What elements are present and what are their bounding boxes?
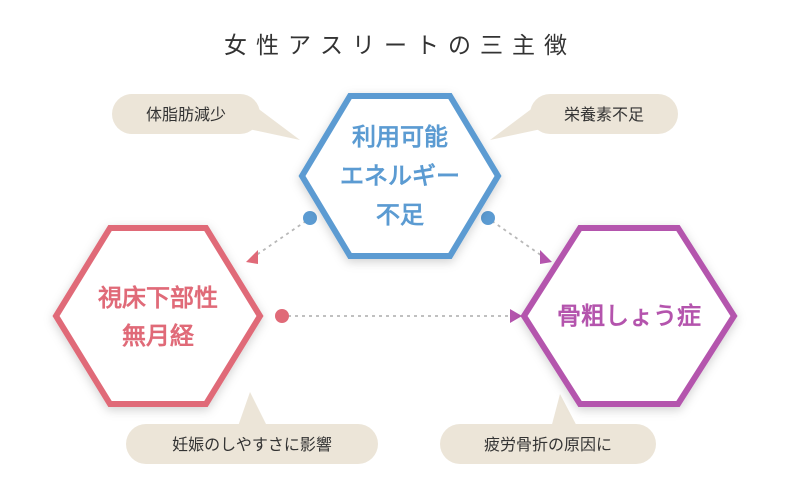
bubble-bottom-left: 妊娠のしやすさに影響 xyxy=(126,392,378,464)
right-node-line-1: 骨粗しょう症 xyxy=(557,302,701,330)
connector-left-right xyxy=(275,309,522,323)
bubble-bottom-right-text: 疲労骨折の原因に xyxy=(484,435,612,454)
center-node-line-1: 利用可能 xyxy=(352,123,448,151)
bubble-bottom-left-text: 妊娠のしやすさに影響 xyxy=(172,435,332,454)
bubble-bottom-right: 疲労骨折の原因に xyxy=(440,394,656,464)
connector-center-left xyxy=(246,211,317,264)
left-node-line-1: 視床下部性 xyxy=(97,284,218,312)
diagram-title: 女性アスリートの三主徴 xyxy=(224,33,576,59)
center-node-line-2: エネルギー xyxy=(340,162,460,190)
bubble-top-left-text: 体脂肪減少 xyxy=(146,105,226,124)
right-node: 骨粗しょう症 xyxy=(520,225,738,407)
left-node-line-2: 無月経 xyxy=(122,322,195,350)
left-node: 視床下部性 無月経 xyxy=(52,225,264,407)
center-node: 利用可能 エネルギー 不足 xyxy=(298,93,502,259)
bubble-top-right: 栄養素不足 xyxy=(490,94,678,140)
connector-center-right xyxy=(481,211,552,264)
bubble-top-right-text: 栄養素不足 xyxy=(564,105,644,124)
center-node-line-3: 不足 xyxy=(376,201,424,229)
bubble-top-left: 体脂肪減少 xyxy=(112,94,300,140)
